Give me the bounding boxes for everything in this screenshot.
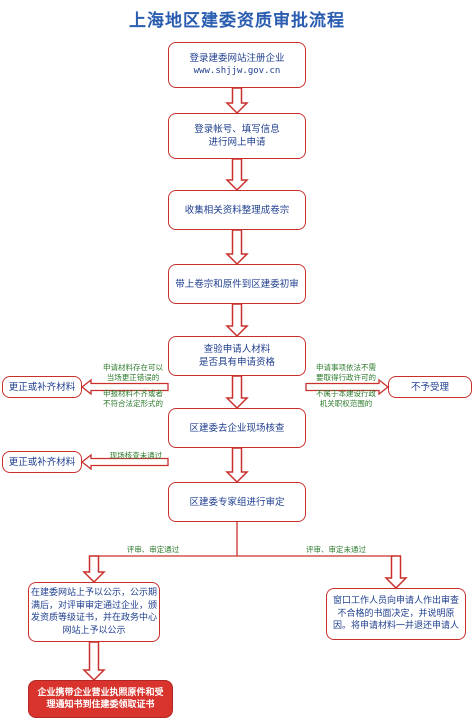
note-incomplete-1: 申报材料不齐或者 <box>103 389 163 398</box>
step-collect-certificate-text-1: 企业携带企业营业执照原件和受 <box>37 687 164 698</box>
note-fixable-2: 当场更正错误的 <box>106 373 160 382</box>
step-login-text-2: 进行网上申请 <box>208 137 266 148</box>
step-publicize: 在建委网站上予以公示，公示期 满后，对评审审定通过企业，颁 发资质等级证书，并在… <box>28 582 160 642</box>
side-correct-materials-1-text: 更正或补齐材料 <box>8 381 76 393</box>
arrow-to-correct-materials-1 <box>80 378 169 396</box>
step-publicize-text-3: 发资质等级证书，并在政务中心 <box>31 613 158 623</box>
page-title: 上海地区建委资质审批流程 <box>129 11 345 31</box>
note-out-of-scope-1: 不属于本建设行政 <box>316 389 376 398</box>
step-check-text-2: 是否具有申请资格 <box>198 357 275 368</box>
note-no-permit-2: 要取得行政许可的 <box>316 373 376 382</box>
note-site-failed: 现场核查未通过 <box>103 451 169 461</box>
note-fixable-1: 申请材料存在可以 <box>103 363 163 372</box>
note-passed: 评审、审定通过 <box>122 545 184 555</box>
note-not-passed: 评审、审定未通过 <box>302 545 370 555</box>
note-incomplete-2: 不符合法定形式的 <box>103 399 163 408</box>
step-expert-review-text: 区建委专家组进行审定 <box>189 496 285 508</box>
arrow-login-to-collect <box>225 158 249 192</box>
arrow-site-to-expert <box>225 447 249 484</box>
arrow-to-correct-materials-2 <box>80 453 169 471</box>
step-register: 登录建委网站注册企业 www.shjjw.gov.cn <box>168 42 306 88</box>
step-reject-notice-text-2: 不合格的书面决定，并说明原 <box>337 608 455 619</box>
arrow-register-to-login <box>225 87 249 115</box>
note-incomplete: 申报材料不齐或者 不符合法定形式的 <box>95 389 171 409</box>
note-site-failed-text: 现场核查未通过 <box>109 451 163 460</box>
arrow-submit-to-check <box>225 303 249 338</box>
side-correct-materials-2: 更正或补齐材料 <box>2 451 82 473</box>
site-url: www.shjjw.gov.cn <box>193 66 281 76</box>
note-fixable: 申请材料存在可以 当场更正错误的 <box>95 363 171 383</box>
step-expert-review: 区建委专家组进行审定 <box>168 482 306 522</box>
step-publicize-text-4: 网站上予以公示 <box>62 625 126 636</box>
arrow-collect-to-submit <box>225 229 249 266</box>
step-collect: 收集相关资料整理成卷宗 <box>168 190 306 230</box>
arrow-to-collect-certificate <box>82 641 106 682</box>
step-login: 登录帐号、填写信息 进行网上申请 <box>168 113 306 159</box>
step-submit-text: 带上卷宗和原件到区建委初审 <box>175 278 299 290</box>
note-out-of-scope-2: 机关职权范围的 <box>319 399 373 408</box>
note-passed-text: 评审、审定通过 <box>126 545 180 554</box>
note-no-permit: 申请事项依法不需 要取得行政许可的 <box>308 363 384 383</box>
arrow-to-not-accepted <box>305 378 390 396</box>
step-reject-notice: 窗口工作人员向申请人作出审查 不合格的书面决定，并说明原 因。将申请材料一并退还… <box>326 588 466 640</box>
note-out-of-scope: 不属于本建设行政 机关职权范围的 <box>308 389 384 409</box>
side-correct-materials-1: 更正或补齐材料 <box>2 376 82 398</box>
step-reject-notice-text-1: 窗口工作人员向申请人作出审查 <box>332 596 459 607</box>
step-publicize-text-2: 满后，对评审审定通过企业，颁 <box>31 600 158 611</box>
step-register-text: 登录建委网站注册企业 <box>189 53 285 64</box>
side-not-accepted: 不予受理 <box>388 376 472 398</box>
step-site-check: 区建委去企业现场核查 <box>168 408 306 448</box>
arrow-to-publicize <box>82 555 106 584</box>
step-login-text-1: 登录帐号、填写信息 <box>194 124 280 135</box>
step-submit: 带上卷宗和原件到区建委初审 <box>168 264 306 304</box>
step-check: 查验申请人材料 是否具有申请资格 <box>168 336 306 376</box>
arrow-check-to-site <box>225 375 249 410</box>
note-not-passed-text: 评审、审定未通过 <box>306 545 366 554</box>
step-collect-certificate: 企业携带企业营业执照原件和受 理通知书到住建委领取证书 <box>28 680 173 718</box>
step-collect-text: 收集相关资料整理成卷宗 <box>184 204 290 216</box>
note-no-permit-1: 申请事项依法不需 <box>316 363 376 372</box>
step-publicize-text-1: 在建委网站上予以公示，公示期 <box>31 588 158 598</box>
arrow-to-reject-notice <box>384 555 408 590</box>
step-site-check-text: 区建委去企业现场核查 <box>189 422 285 434</box>
step-check-text-1: 查验申请人材料 <box>203 344 271 355</box>
side-not-accepted-text: 不予受理 <box>410 381 449 393</box>
side-correct-materials-2-text: 更正或补齐材料 <box>8 456 76 468</box>
step-collect-certificate-text-2: 理通知书到住建委领取证书 <box>46 700 155 710</box>
step-reject-notice-text-3: 因。将申请材料一并退还申请人 <box>332 621 459 632</box>
